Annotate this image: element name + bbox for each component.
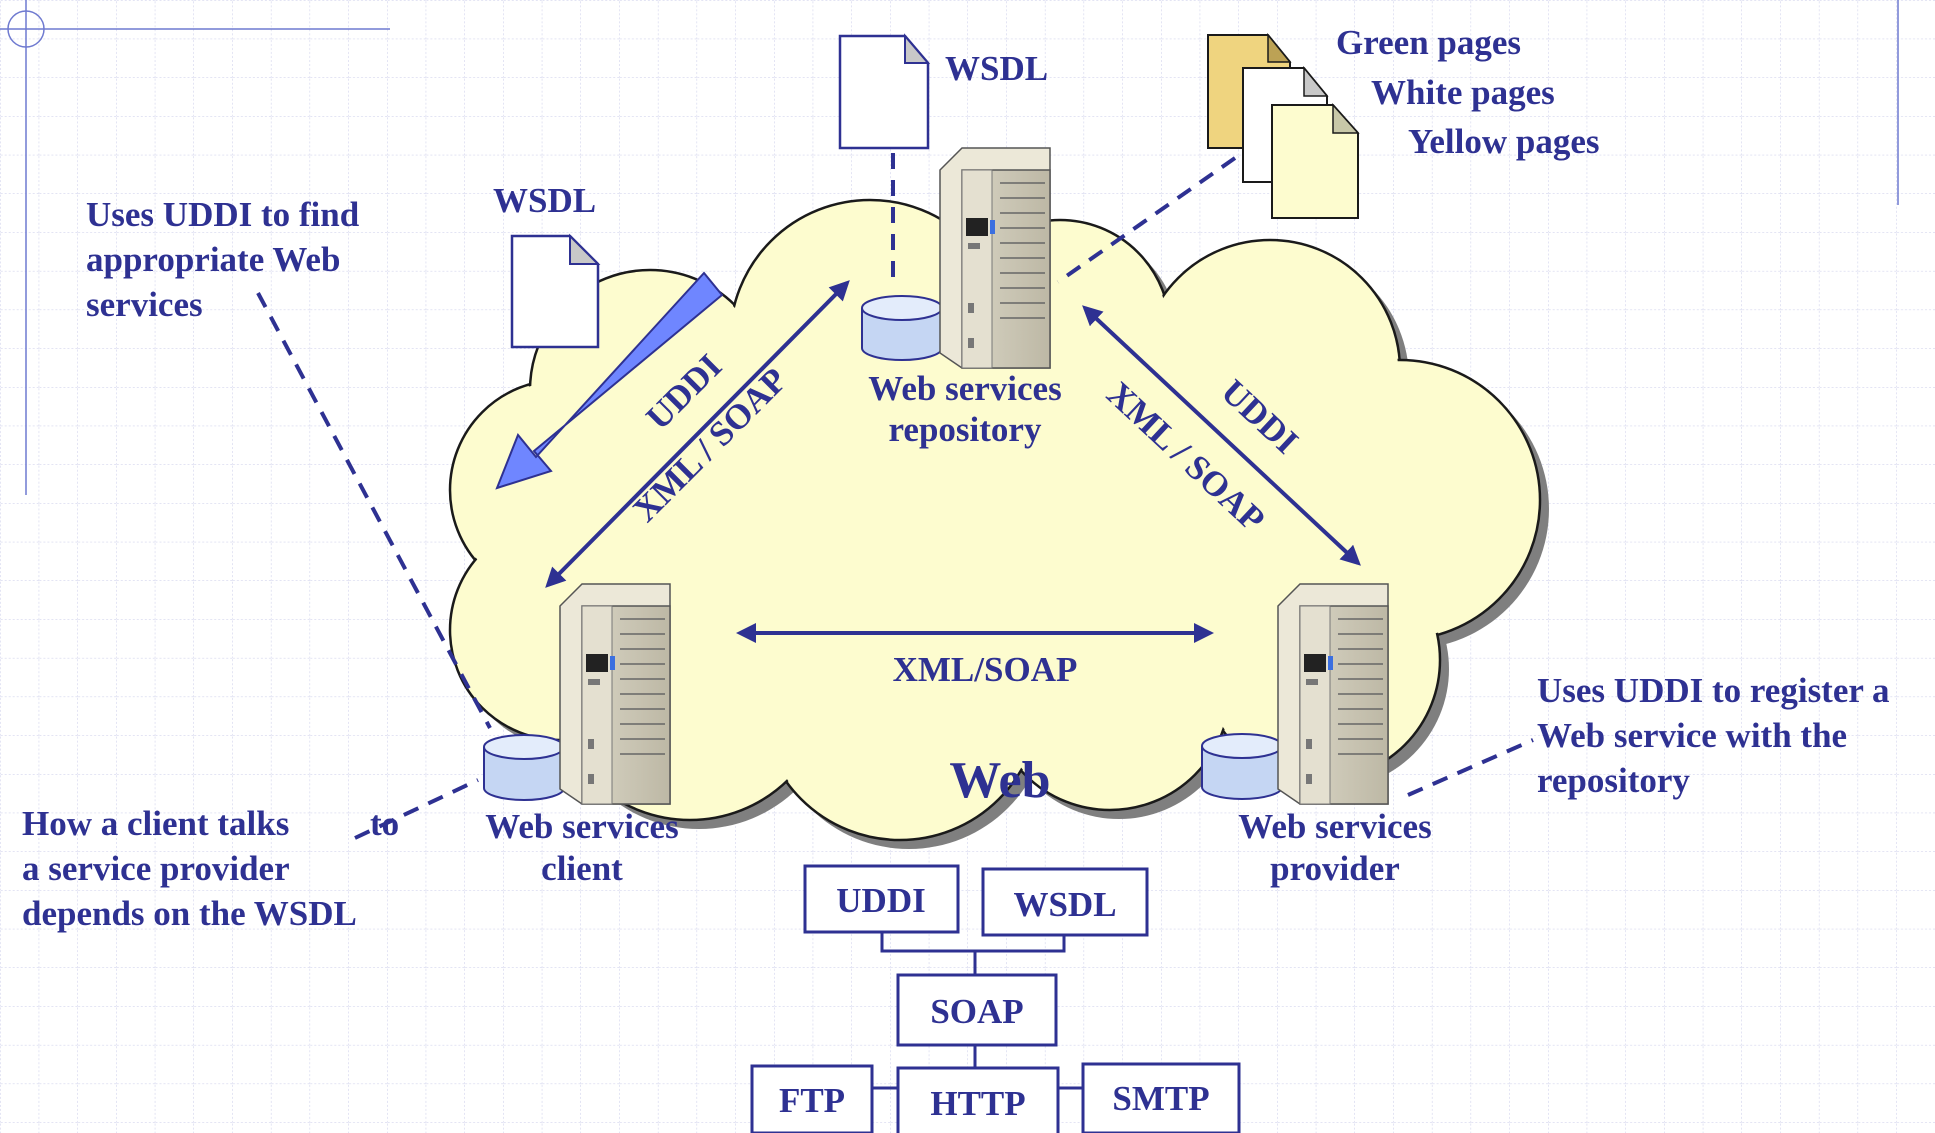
web-label: Web xyxy=(949,752,1050,809)
repository-server-icon xyxy=(939,147,1051,369)
stack-smtp-label: SMTP xyxy=(1112,1079,1209,1118)
stack-soap-label: SOAP xyxy=(930,992,1023,1031)
soap-box xyxy=(896,973,1058,1047)
provider-server-icon xyxy=(1277,583,1389,805)
wsdl-label-left: WSDL xyxy=(493,181,596,220)
ftp-box xyxy=(750,1064,874,1133)
client-note-line1: How a client talks xyxy=(22,804,289,843)
stack-uddi-label: UDDI xyxy=(836,881,925,920)
wsdl-document-icon-top xyxy=(838,33,931,150)
protocol-stack: UDDI WSDL SOAP FTP HTTP SMTP xyxy=(750,864,1241,1133)
repository-label-line1: Web services xyxy=(868,369,1061,408)
client-repository-arrow xyxy=(545,280,850,588)
wsdl-document-icon-left xyxy=(510,233,601,349)
repository-provider-arrow xyxy=(1082,305,1361,566)
repository-database-icon xyxy=(861,295,943,361)
find-note-line2: appropriate Web xyxy=(86,240,340,279)
register-note-line2: Web service with the xyxy=(1537,716,1847,755)
repository-label-line2: repository xyxy=(889,410,1042,449)
client-note-line2: a service provider xyxy=(22,849,290,888)
http-box xyxy=(896,1066,1060,1133)
smtp-box xyxy=(1081,1062,1241,1133)
xml-soap-horizontal-label: XML/SOAP xyxy=(893,650,1078,689)
uddi-box xyxy=(803,864,960,934)
yellow-pages-document-icon xyxy=(1271,103,1360,219)
pages-connector xyxy=(1056,156,1237,284)
provider-label-line1: Web services xyxy=(1238,807,1431,846)
stack-wsdl-label: WSDL xyxy=(1013,885,1116,924)
find-note-line3: services xyxy=(86,285,203,324)
wsdl-label-top: WSDL xyxy=(945,49,1048,88)
register-note-line1: Uses UDDI to register a xyxy=(1537,671,1890,710)
white-pages-label: White pages xyxy=(1371,73,1555,112)
slide-corner-decoration xyxy=(0,0,1899,495)
find-note-connector xyxy=(256,292,492,729)
wsdl-box xyxy=(981,867,1149,937)
provider-database-icon xyxy=(1201,733,1283,800)
yellow-pages-label: Yellow pages xyxy=(1408,122,1600,161)
provider-label-line2: provider xyxy=(1270,849,1400,888)
register-note-line3: repository xyxy=(1537,761,1690,800)
client-label-line1: Web services xyxy=(485,807,678,846)
green-pages-label: Green pages xyxy=(1336,23,1521,62)
register-note-connector xyxy=(1407,738,1534,797)
client-note-line3: depends on the WSDL xyxy=(22,894,357,933)
stack-http-label: HTTP xyxy=(930,1084,1025,1123)
client-database-icon xyxy=(483,734,565,801)
stack-ftp-label: FTP xyxy=(779,1081,845,1120)
client-label-line2: client xyxy=(541,849,623,888)
client-server-icon xyxy=(559,583,671,805)
client-note-connector xyxy=(354,778,479,840)
client-note-to: to xyxy=(370,804,399,843)
find-note-line1: Uses UDDI to find xyxy=(86,195,360,234)
dashed-connectors xyxy=(256,153,1534,840)
